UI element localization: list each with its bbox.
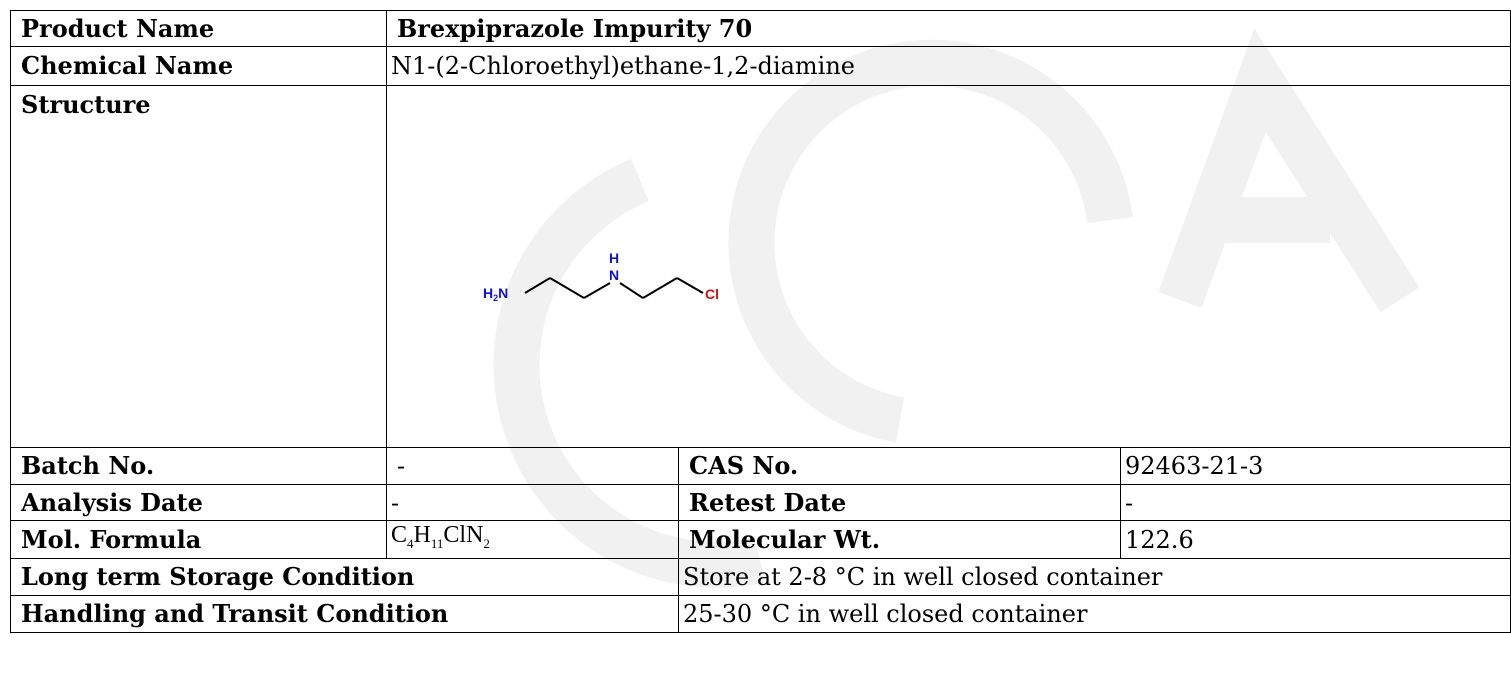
molecule-bonds [524, 277, 704, 299]
retest-date-label: Retest Date [678, 484, 1121, 521]
mol-formula-label: Mol. Formula [10, 520, 387, 559]
batch-no-value: - [386, 447, 679, 485]
storage-condition-value: Store at 2-8 °C in well closed container [678, 558, 1511, 596]
cas-no-value: 92463-21-3 [1120, 447, 1511, 485]
storage-condition-label: Long term Storage Condition [10, 558, 679, 596]
analysis-date-value: - [386, 484, 679, 521]
product-name-value: Brexpiprazole Impurity 70 [386, 10, 1511, 47]
mol-formula-value: C4H11ClN2 [386, 520, 679, 559]
handling-condition-value: 25-30 °C in well closed container [678, 595, 1511, 633]
chlorine-label: Cl [705, 286, 719, 302]
amine-label: H2N [483, 285, 508, 303]
analysis-date-label: Analysis Date [10, 484, 387, 521]
structure-label: Structure [10, 85, 387, 448]
product-name-label: Product Name [10, 10, 387, 47]
cas-no-label: CAS No. [678, 447, 1121, 485]
coa-table: Product Name Brexpiprazole Impurity 70 C… [10, 10, 1511, 698]
molecular-weight-label: Molecular Wt. [678, 520, 1121, 559]
structure-cell: H2N H N Cl [386, 85, 1511, 448]
chemical-name-label: Chemical Name [10, 46, 387, 86]
molecular-weight-value: 122.6 [1120, 520, 1511, 559]
handling-condition-label: Handling and Transit Condition [10, 595, 679, 633]
imine-n-label: N [609, 267, 619, 283]
retest-date-value: - [1120, 484, 1511, 521]
imine-h-label: H [609, 250, 619, 266]
batch-no-label: Batch No. [10, 447, 387, 485]
chemical-name-value: N1-(2-Chloroethyl)ethane-1,2-diamine [386, 46, 1511, 86]
structure-image: H2N H N Cl [483, 250, 719, 303]
